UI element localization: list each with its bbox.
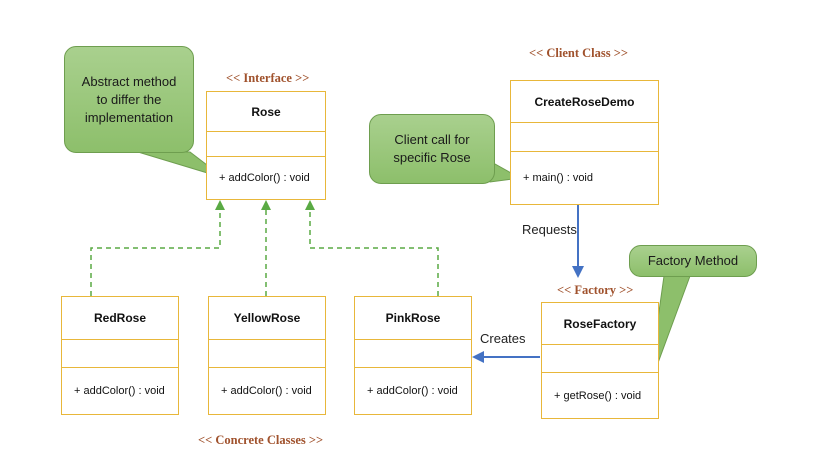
rose-attributes (207, 132, 325, 157)
realization-arrowhead (261, 200, 271, 210)
pinkrose-attributes (355, 340, 471, 368)
createrosedemo-class-name: CreateRoseDemo (511, 81, 658, 123)
createrosedemo-method: + main() : void (523, 172, 593, 184)
requests-label: Requests (522, 222, 577, 237)
realization-arrowhead (215, 200, 225, 210)
yellowrose-class-name: YellowRose (209, 297, 325, 340)
redrose-realization-line (90, 208, 221, 296)
redrose-class-name: RedRose (62, 297, 178, 340)
factory-method-note: Factory Method (629, 245, 757, 277)
pinkrose-method: + addColor() : void (367, 385, 458, 397)
concrete-classes-stereotype: << Concrete Classes >> (198, 433, 324, 447)
creates-label: Creates (480, 331, 526, 346)
createrosedemo-attributes (511, 123, 658, 152)
factory-stereotype: << Factory >> (557, 283, 634, 297)
pinkrose-class-box: PinkRose + addColor() : void (354, 296, 472, 415)
creates-arrowhead (472, 351, 484, 363)
yellowrose-attributes (209, 340, 325, 368)
realization-arrowhead (305, 200, 315, 210)
redrose-method: + addColor() : void (74, 385, 165, 397)
rosefactory-attributes (542, 345, 658, 373)
pinkrose-class-name: PinkRose (355, 297, 471, 340)
pinkrose-realization-line (309, 208, 439, 296)
rose-class-box: Rose + addColor() : void (206, 91, 326, 200)
rosefactory-class-box: RoseFactory + getRose() : void (541, 302, 659, 419)
rose-class-name: Rose (207, 92, 325, 132)
interface-stereotype: << Interface >> (226, 71, 310, 85)
yellowrose-class-box: YellowRose + addColor() : void (208, 296, 326, 415)
rosefactory-class-name: RoseFactory (542, 303, 658, 345)
client-call-note: Client call for specific Rose (369, 114, 495, 184)
rose-method: + addColor() : void (219, 172, 310, 184)
yellowrose-method: + addColor() : void (221, 385, 312, 397)
redrose-class-box: RedRose + addColor() : void (61, 296, 179, 415)
rosefactory-method: + getRose() : void (554, 389, 642, 402)
createrosedemo-class-box: CreateRoseDemo + main() : void (510, 80, 659, 205)
redrose-attributes (62, 340, 178, 368)
requests-arrowhead (572, 266, 584, 278)
abstract-method-note: Abstract method to differ the implementa… (64, 46, 194, 153)
client-class-stereotype: << Client Class >> (529, 46, 628, 60)
